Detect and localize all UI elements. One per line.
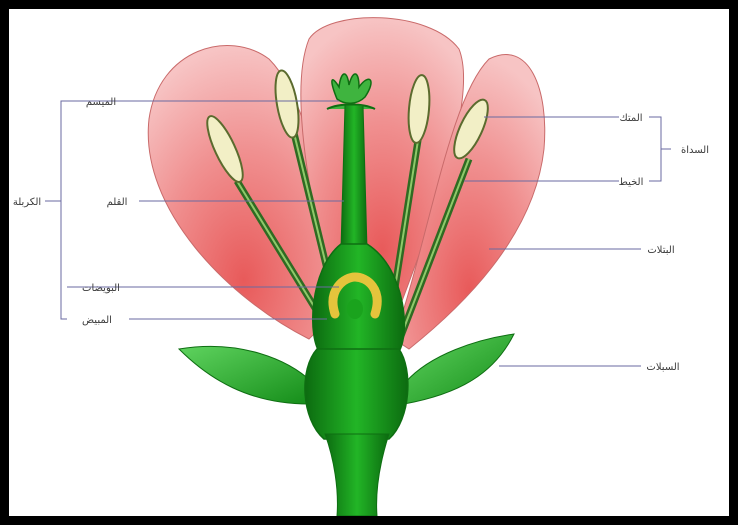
label-filament: الخيط — [619, 177, 644, 188]
diagram-frame: الميسم القلم الكربلة البويضات المبيض الم… — [9, 9, 729, 516]
label-carpel: الكربلة — [13, 197, 41, 208]
label-sepals: السبلات — [646, 362, 679, 373]
ovule-center — [347, 299, 363, 319]
flower-diagram: الميسم القلم الكربلة البويضات المبيض الم… — [9, 9, 729, 516]
label-ovary: المبيض — [82, 315, 112, 326]
style — [341, 105, 367, 249]
label-style: القلم — [107, 197, 128, 208]
label-ovules: البويضات — [82, 283, 120, 294]
label-anther: المتك — [619, 113, 642, 124]
receptacle — [305, 349, 408, 439]
label-petals: البتلات — [647, 245, 674, 256]
bracket-stamen — [649, 117, 661, 181]
label-stamen: السداة — [681, 145, 709, 156]
sepal-right — [404, 334, 514, 404]
bracket-carpel — [61, 101, 67, 319]
sepal-left — [179, 346, 314, 404]
stem — [325, 434, 389, 516]
label-stigma: الميسم — [86, 97, 116, 108]
